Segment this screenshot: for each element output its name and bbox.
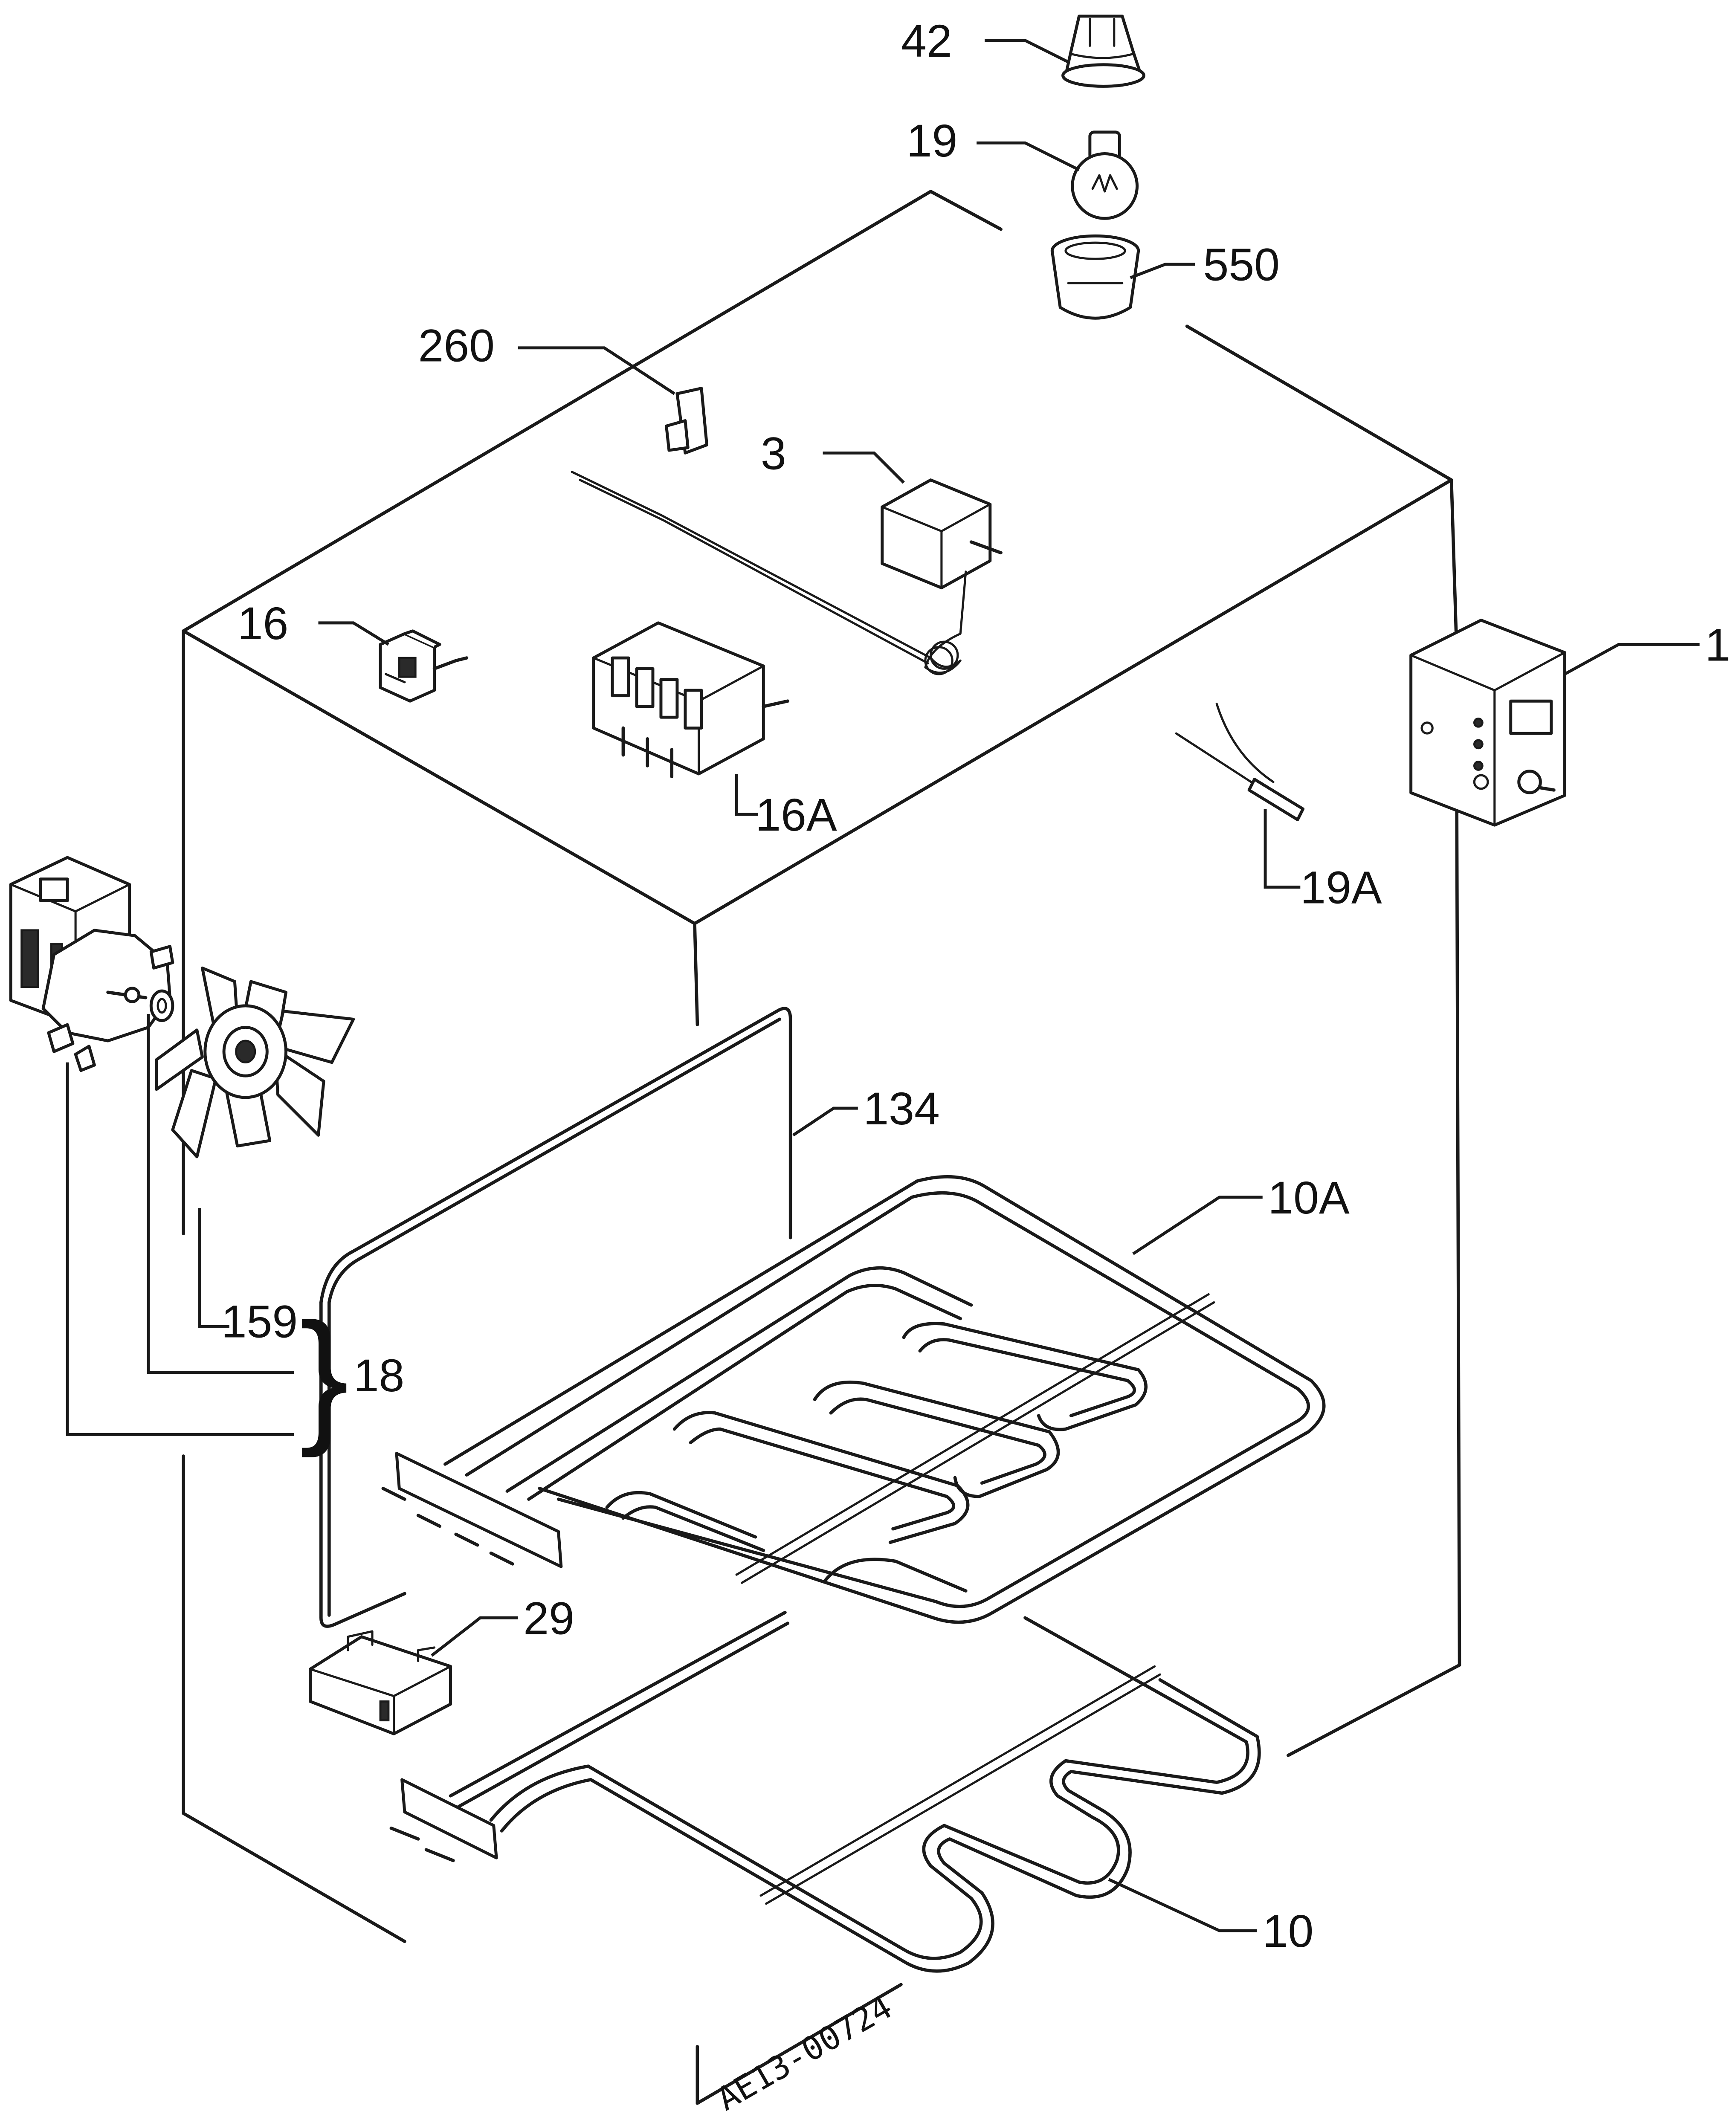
label-16a: 16A bbox=[755, 789, 837, 840]
thermostat-part-3 bbox=[571, 471, 1003, 675]
label-134: 134 bbox=[863, 1083, 939, 1134]
lamp-cap-part-42 bbox=[1061, 14, 1145, 88]
label-29: 29 bbox=[523, 1593, 574, 1644]
label-18: 18 bbox=[354, 1350, 405, 1401]
label-550: 550 bbox=[1203, 239, 1280, 290]
label-3: 3 bbox=[761, 428, 786, 479]
fan-blade-part-159 bbox=[155, 966, 355, 1158]
timer-part-1 bbox=[1409, 619, 1566, 827]
label-10a: 10A bbox=[1268, 1172, 1350, 1223]
label-10: 10 bbox=[1263, 1905, 1314, 1957]
terminal-block-part-29 bbox=[309, 1630, 452, 1735]
label-260: 260 bbox=[418, 320, 495, 371]
fan-motor-part-18 bbox=[9, 856, 174, 1072]
leader-lines bbox=[66, 39, 1700, 1932]
sensor-probe-part-19a bbox=[1175, 703, 1305, 821]
label-19: 19 bbox=[907, 115, 958, 166]
clip-part-260 bbox=[665, 387, 708, 455]
cabinet-outline bbox=[182, 190, 1461, 2105]
washer bbox=[149, 989, 174, 1022]
heating-element-part-10 bbox=[389, 1610, 1261, 1973]
selector-switch-part-16a bbox=[592, 621, 790, 779]
label-42: 42 bbox=[901, 15, 952, 67]
back-panel-part-134 bbox=[319, 1007, 792, 1628]
label-19a: 19A bbox=[1300, 862, 1382, 913]
label-1: 1 bbox=[1705, 619, 1730, 670]
lamp-holder-part-550 bbox=[1050, 234, 1140, 320]
grill-element-part-10a bbox=[381, 1175, 1326, 1624]
drawing-code: AE13-00724 bbox=[711, 1988, 898, 2114]
label-16: 16 bbox=[238, 598, 289, 649]
brace-18: } bbox=[299, 1292, 349, 1459]
switch-part-16 bbox=[379, 629, 469, 703]
label-159: 159 bbox=[221, 1296, 298, 1347]
lamp-bulb-part-19 bbox=[1071, 130, 1139, 220]
